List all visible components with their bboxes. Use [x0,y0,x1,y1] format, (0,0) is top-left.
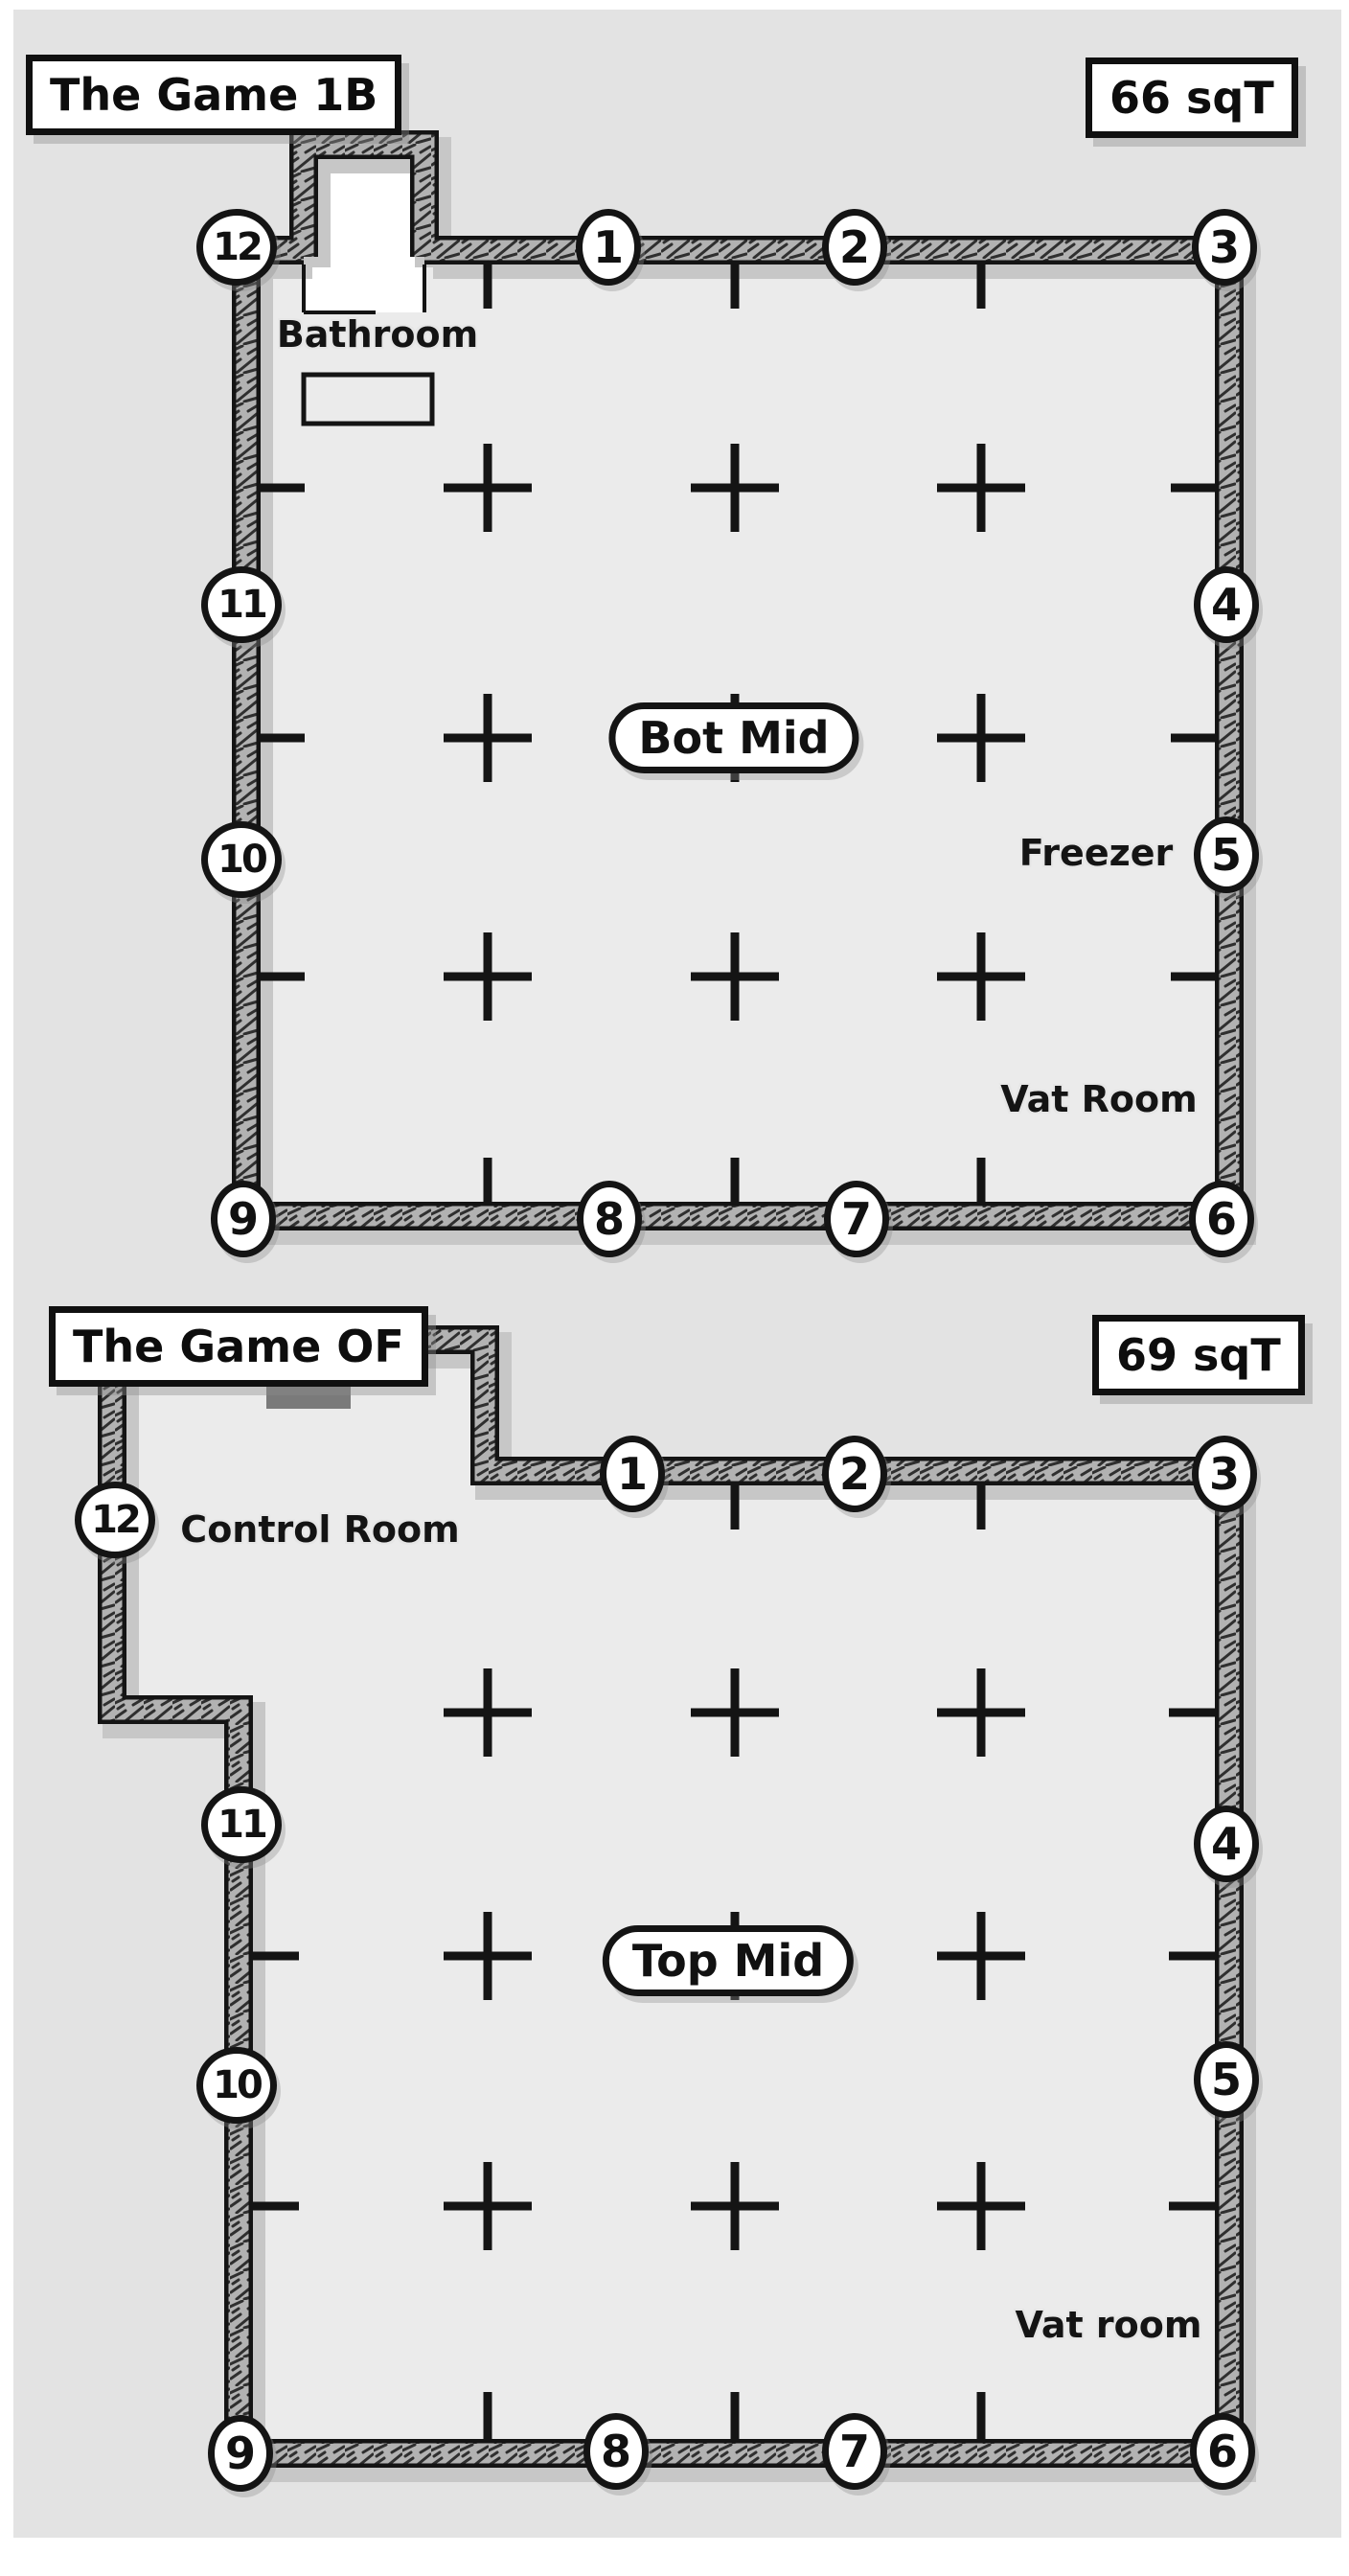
grid-cross [937,694,1025,782]
wall-marker-1-7: 7 [824,1181,889,1257]
area-name-pill: Bot Mid [608,702,859,773]
wall-marker-2-9: 9 [208,2415,273,2492]
wall-marker-2-4: 4 [1194,1806,1259,1882]
wall-marker-1-1: 1 [576,209,641,286]
room-label: Vat Room [1000,1078,1198,1120]
grid-cross [691,1668,779,1757]
wall-marker-2-3: 3 [1192,1436,1257,1512]
map1-title: The Game 1B [26,55,402,135]
wall-marker-1-6: 6 [1189,1181,1254,1257]
wall-marker-1-10: 10 [201,821,282,898]
map2-title: The Game OF [49,1306,428,1387]
grid-cross [691,932,779,1021]
wall-marker-1-5: 5 [1194,816,1259,893]
wall-marker-1-8: 8 [577,1181,642,1257]
grid-cross [444,1912,532,2000]
grid-cross [444,932,532,1021]
grid-cross [937,2162,1025,2250]
alcove-floor [304,145,424,312]
grid-cross [444,694,532,782]
room-label: Control Room [180,1508,460,1551]
wall-marker-1-2: 2 [822,209,887,286]
room-label: Freezer [1018,832,1174,874]
wall-marker-1-9: 9 [211,1181,276,1257]
wall-marker-2-2: 2 [822,1436,887,1512]
wall-marker-2-10: 10 [196,2047,277,2124]
area-name-pill: Top Mid [602,1925,855,1996]
wall-marker-2-6: 6 [1190,2413,1255,2490]
wall-marker-2-11: 11 [201,1786,282,1863]
wall-marker-1-11: 11 [201,566,282,643]
wall-marker-2-1: 1 [600,1436,665,1512]
grid-cross [937,1912,1025,2000]
fixture-rect [266,1384,351,1409]
wall-marker-1-3: 3 [1192,209,1257,286]
wall-marker-1-4: 4 [1194,566,1259,643]
room-floor [112,1340,1229,2453]
grid-cross [691,444,779,532]
grid-cross [937,932,1025,1021]
grid-cross [937,1668,1025,1757]
grid-cross [444,444,532,532]
wall-stone [293,134,435,257]
grid-cross [937,444,1025,532]
wall-marker-1-12: 12 [196,209,277,286]
wall-marker-2-8: 8 [583,2413,649,2490]
grid-cross [691,2162,779,2250]
wall-marker-2-5: 5 [1194,2041,1259,2118]
grid-cross [444,2162,532,2250]
grid-cross [444,1668,532,1757]
wall-marker-2-7: 7 [822,2413,887,2490]
map1-area-badge: 66 sqT [1086,58,1298,138]
fixture-rect [301,372,435,426]
room-label: Vat room [1015,2304,1202,2346]
map2-area-badge: 69 sqT [1092,1315,1305,1395]
wall-marker-2-12: 12 [75,1482,155,1558]
room-label: Bathroom [276,313,479,356]
